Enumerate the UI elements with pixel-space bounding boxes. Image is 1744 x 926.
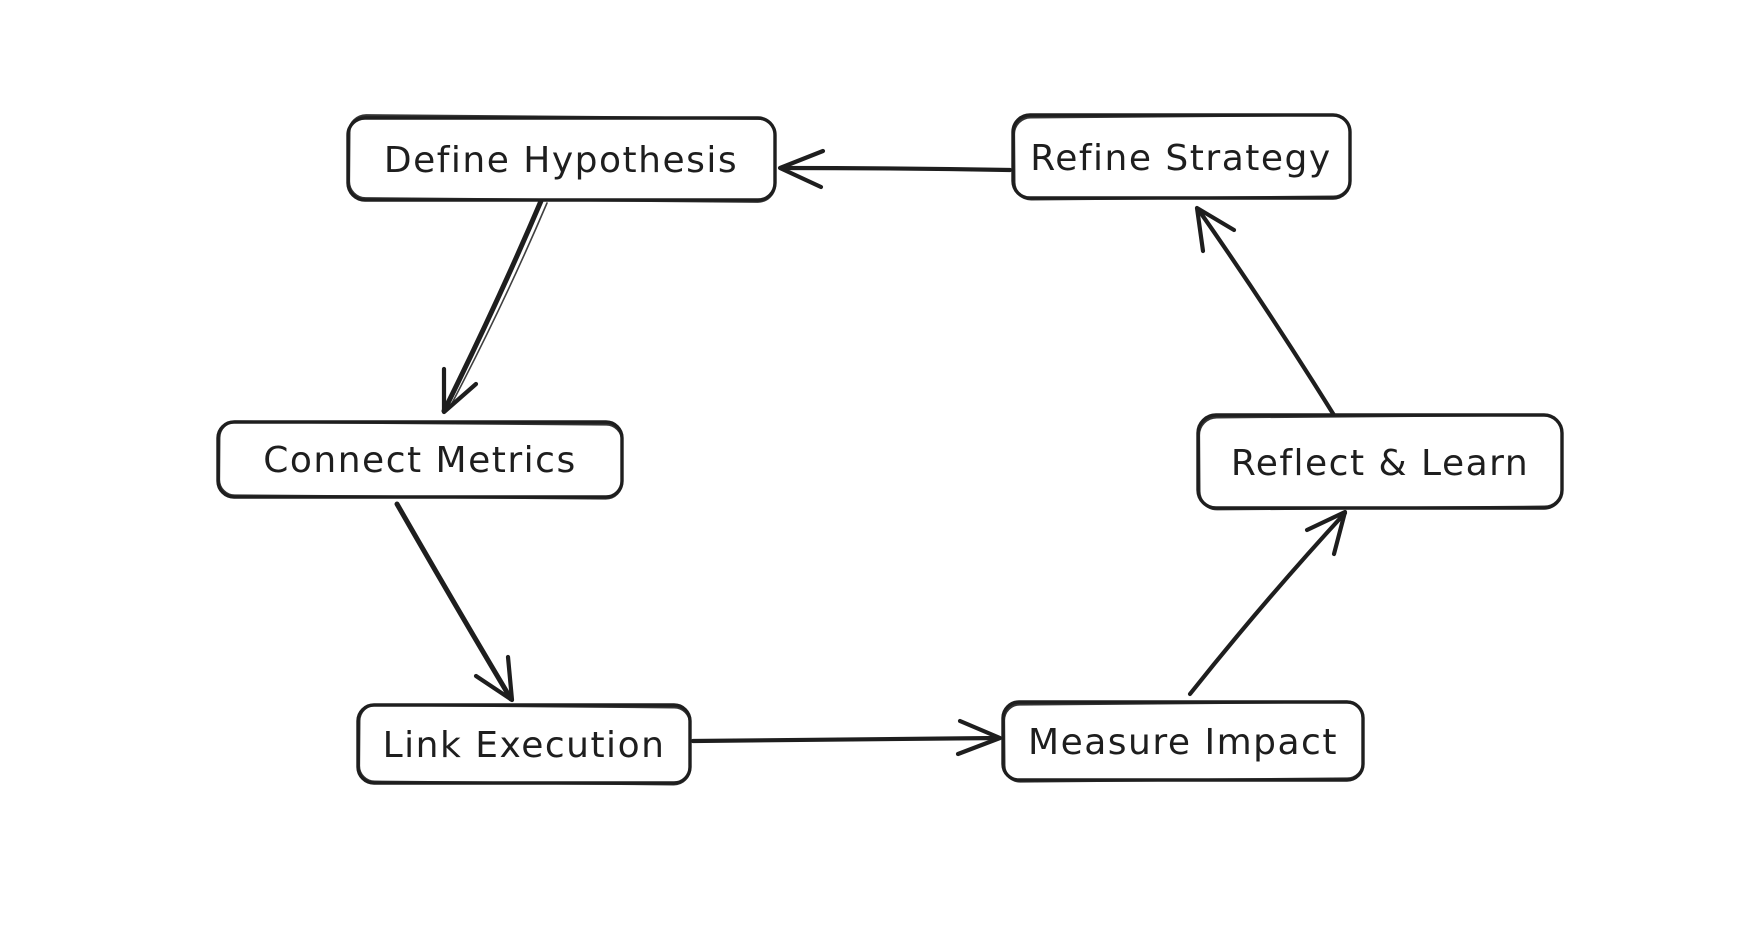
node-label-define-hypothesis: Define Hypothesis — [384, 140, 738, 181]
node-label-connect-metrics: Connect Metrics — [263, 440, 576, 481]
edge-link-to-measure — [690, 718, 1003, 757]
node-label-measure-impact: Measure Impact — [1028, 722, 1338, 763]
edge-refine-to-define — [777, 148, 1013, 190]
node-measure-impact: Measure Impact — [1001, 700, 1365, 783]
arrowhead — [1194, 205, 1237, 254]
edge-define-to-connect — [441, 198, 548, 415]
arrowhead — [955, 718, 1003, 757]
arrowhead — [1304, 509, 1348, 557]
node-link-execution: Link Execution — [356, 703, 692, 786]
edge-measure-to-reflect — [1187, 509, 1348, 697]
node-connect-metrics: Connect Metrics — [216, 420, 624, 500]
arrowhead — [441, 366, 479, 415]
node-label-link-execution: Link Execution — [383, 725, 666, 766]
arrowhead — [473, 654, 515, 703]
arrowhead — [777, 148, 826, 190]
edge-reflect-to-refine — [1194, 205, 1340, 423]
node-label-refine-strategy: Refine Strategy — [1030, 138, 1331, 179]
edge-connect-to-link — [394, 501, 515, 703]
node-label-reflect-learn: Reflect & Learn — [1231, 443, 1529, 484]
node-define-hypothesis: Define Hypothesis — [346, 114, 777, 203]
node-reflect-learn: Reflect & Learn — [1196, 413, 1564, 511]
node-refine-strategy: Refine Strategy — [1011, 113, 1352, 201]
